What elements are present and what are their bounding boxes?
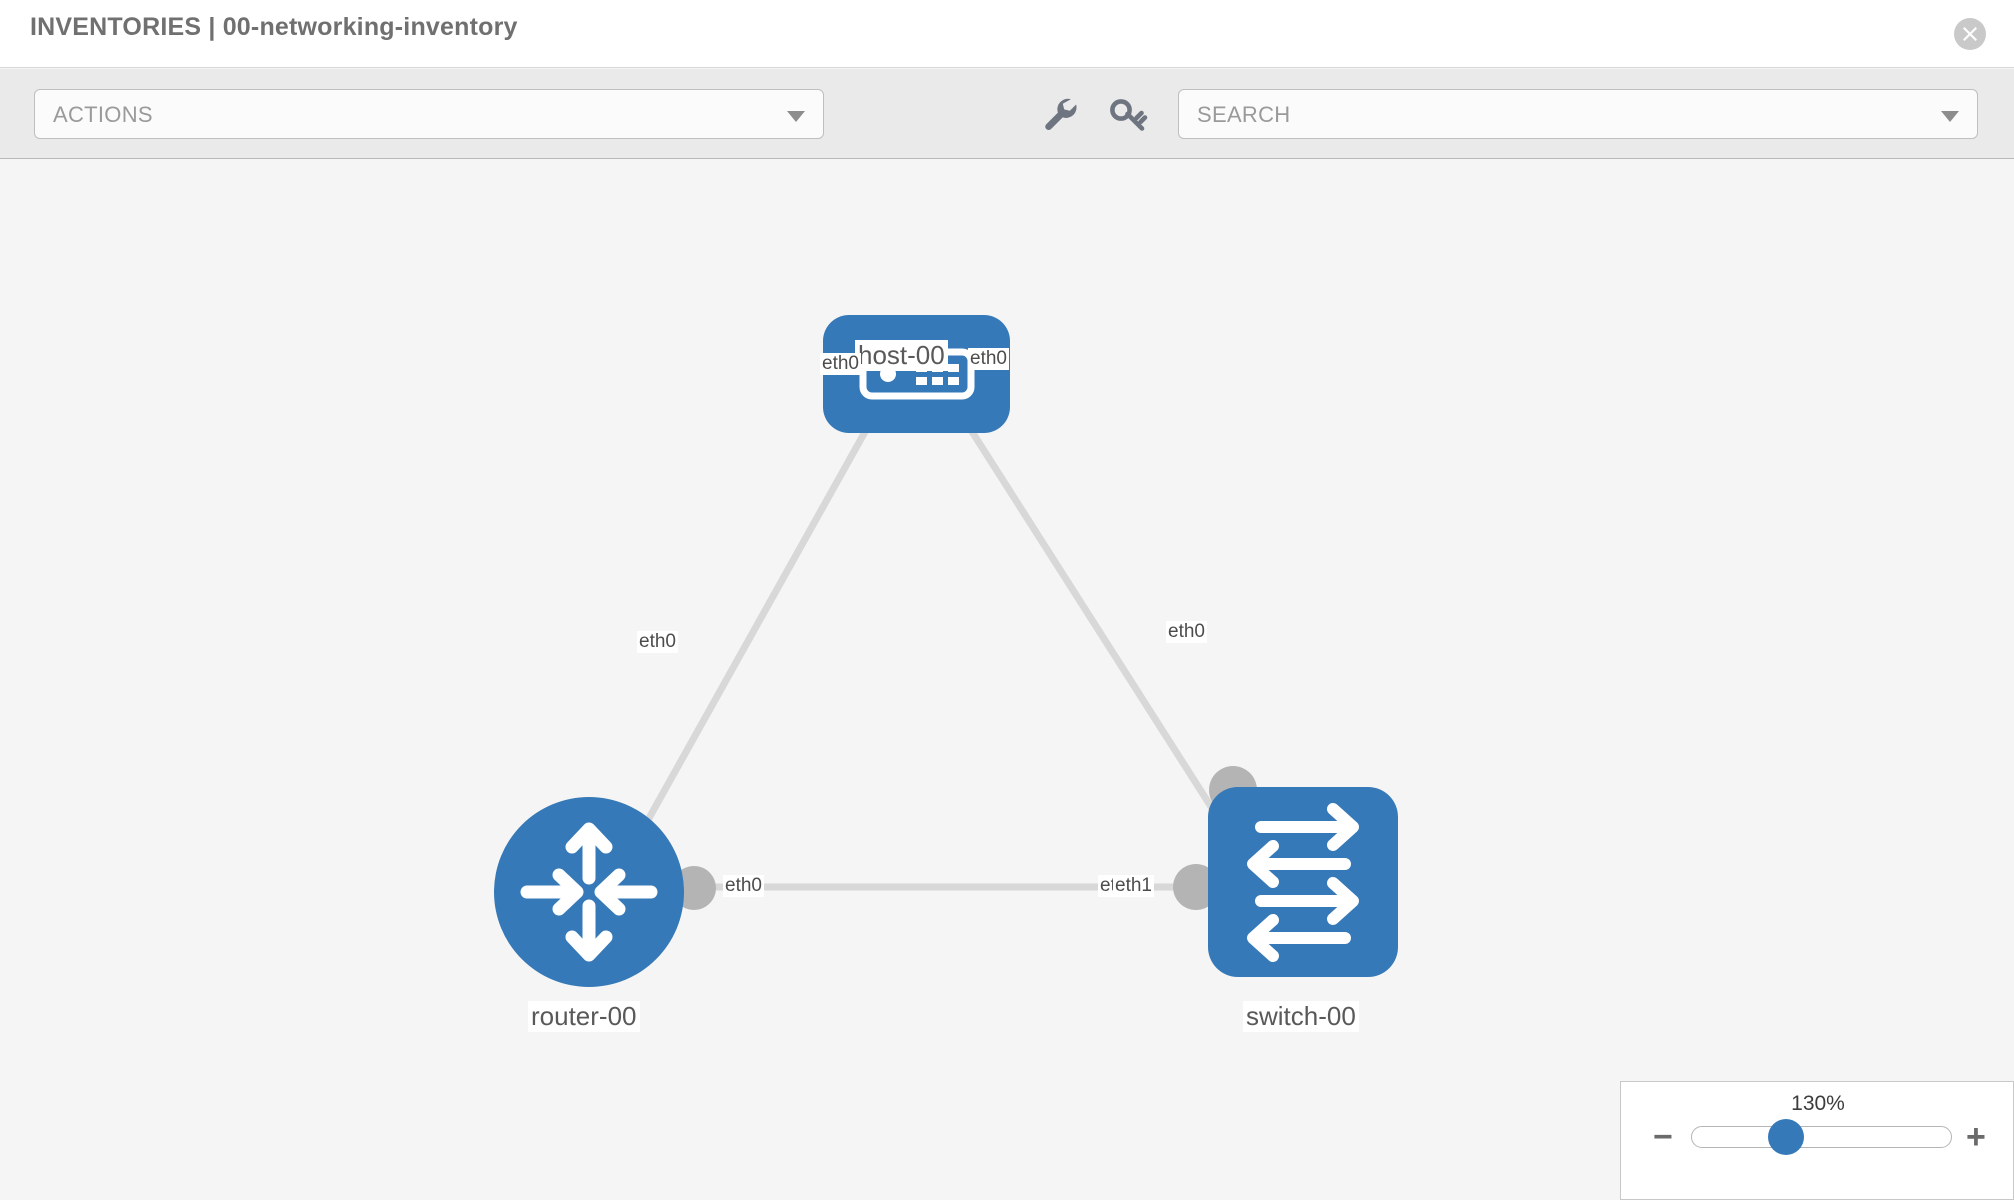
edge-label-host-right: eth0	[968, 348, 1009, 370]
close-icon[interactable]	[1954, 18, 1986, 50]
topology-graph	[494, 315, 1398, 987]
actions-dropdown[interactable]: ACTIONS	[34, 89, 824, 139]
zoom-out-button[interactable]: −	[1653, 1118, 1673, 1156]
node-label-router-00: router-00	[528, 1001, 640, 1032]
zoom-level-label: 130%	[1791, 1092, 1845, 1115]
toolbar: ACTIONS SEARCH	[0, 69, 2014, 159]
edge-label-router-right: eth0	[723, 875, 764, 897]
node-label-host-00: host-00	[855, 340, 948, 371]
link-host-router	[616, 403, 884, 872]
edge-label-switch-up: eth0	[1166, 621, 1207, 643]
zoom-panel: 130% − +	[1620, 1081, 2014, 1200]
edge-label-router-up: eth0	[637, 631, 678, 653]
node-switch-00[interactable]	[1208, 787, 1398, 977]
page-title: INVENTORIES | 00-networking-inventory	[30, 13, 518, 41]
zoom-in-button[interactable]: +	[1966, 1118, 1986, 1156]
actions-dropdown-label: ACTIONS	[53, 102, 153, 127]
search-dropdown[interactable]: SEARCH	[1178, 89, 1978, 139]
search-input[interactable]: SEARCH	[1197, 102, 1291, 127]
key-icon[interactable]	[1105, 91, 1151, 137]
port-switch-left	[1173, 864, 1219, 910]
link-host-switch	[952, 403, 1248, 862]
topology-canvas[interactable]: host-00 router-00 switch-00 eth0 eth0 et…	[0, 160, 2014, 1200]
zoom-slider-track[interactable]	[1691, 1126, 1952, 1148]
chevron-down-icon	[787, 111, 805, 122]
page-header: INVENTORIES | 00-networking-inventory	[0, 0, 2014, 68]
chevron-down-icon	[1941, 111, 1959, 122]
node-label-switch-00: switch-00	[1243, 1001, 1359, 1032]
topology-links	[616, 403, 1248, 891]
zoom-slider-thumb[interactable]	[1768, 1119, 1804, 1155]
edge-label-switch-left-b: eth1	[1113, 875, 1154, 897]
wrench-icon[interactable]	[1037, 91, 1083, 137]
node-router-00[interactable]	[494, 797, 684, 987]
edge-label-host-left: eth0	[820, 353, 861, 375]
